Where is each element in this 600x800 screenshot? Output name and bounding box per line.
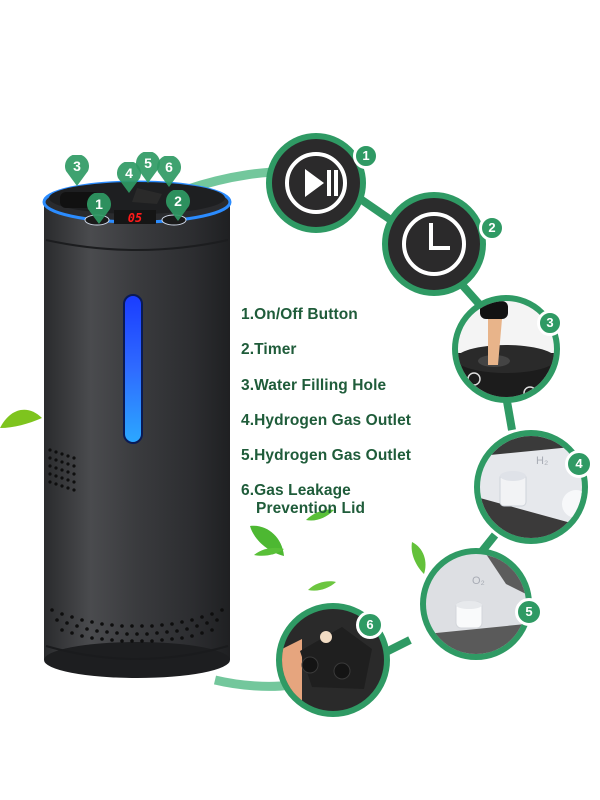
feature-list: 1.On/Off Button 2.Timer 3.Water Filling …: [241, 306, 441, 536]
oxygen-outlet-photo: O₂: [426, 554, 526, 654]
svg-text:O₂: O₂: [472, 575, 485, 587]
detail-badge-6: 6: [356, 611, 384, 639]
device-pin-3: 3: [64, 154, 90, 186]
detail-circle-oxygen-outlet: O₂: [420, 548, 532, 660]
feature-item-3: 3.Water Filling Hole: [241, 376, 387, 394]
feature-item-6-line2: Prevention Lid: [256, 500, 366, 518]
detail-badge-5: 5: [515, 598, 543, 626]
detail-circle-hydrogen-outlet: H₂: [474, 430, 588, 544]
hydrogen-generator-device: 05: [42, 180, 232, 680]
feature-item-6: 6.Gas Leakage Prevention Lid: [241, 482, 441, 518]
leaf-decoration-left: [0, 409, 42, 428]
feature-item-6-line1: 6.Gas Leakage: [241, 482, 351, 500]
device-pin-1: 1: [86, 192, 112, 224]
device-pin-2: 2: [165, 189, 191, 221]
device-pin-6: 6: [156, 155, 182, 187]
leaf-decoration-2: [254, 547, 284, 556]
feature-item-5: 5.Hydrogen Gas Outlet: [241, 447, 412, 465]
device-pin-4: 4: [116, 161, 142, 193]
leaf-decoration-4: [308, 581, 336, 591]
svg-text:05: 05: [128, 211, 142, 225]
feature-item-1: 1.On/Off Button: [241, 306, 358, 323]
detail-circle-on-off: [266, 133, 366, 233]
hydrogen-outlet-photo: H₂: [480, 436, 582, 538]
svg-text:H₂: H₂: [536, 455, 548, 467]
device-pin-5: 5: [135, 151, 161, 183]
device-body-illustration: 05: [42, 180, 232, 678]
leaf-decoration-3: [306, 509, 334, 521]
clock-icon: [402, 212, 466, 276]
detail-badge-1: 1: [353, 143, 379, 169]
feature-item-4: 4.Hydrogen Gas Outlet: [241, 411, 412, 429]
feature-item-2: 2.Timer: [241, 341, 297, 359]
detail-circle-timer: [382, 192, 486, 296]
play-pause-icon: [285, 152, 347, 214]
detail-badge-3: 3: [537, 310, 563, 336]
detail-badge-2: 2: [479, 215, 505, 241]
leaf-decoration-5: [411, 542, 426, 574]
detail-badge-4: 4: [565, 450, 593, 478]
